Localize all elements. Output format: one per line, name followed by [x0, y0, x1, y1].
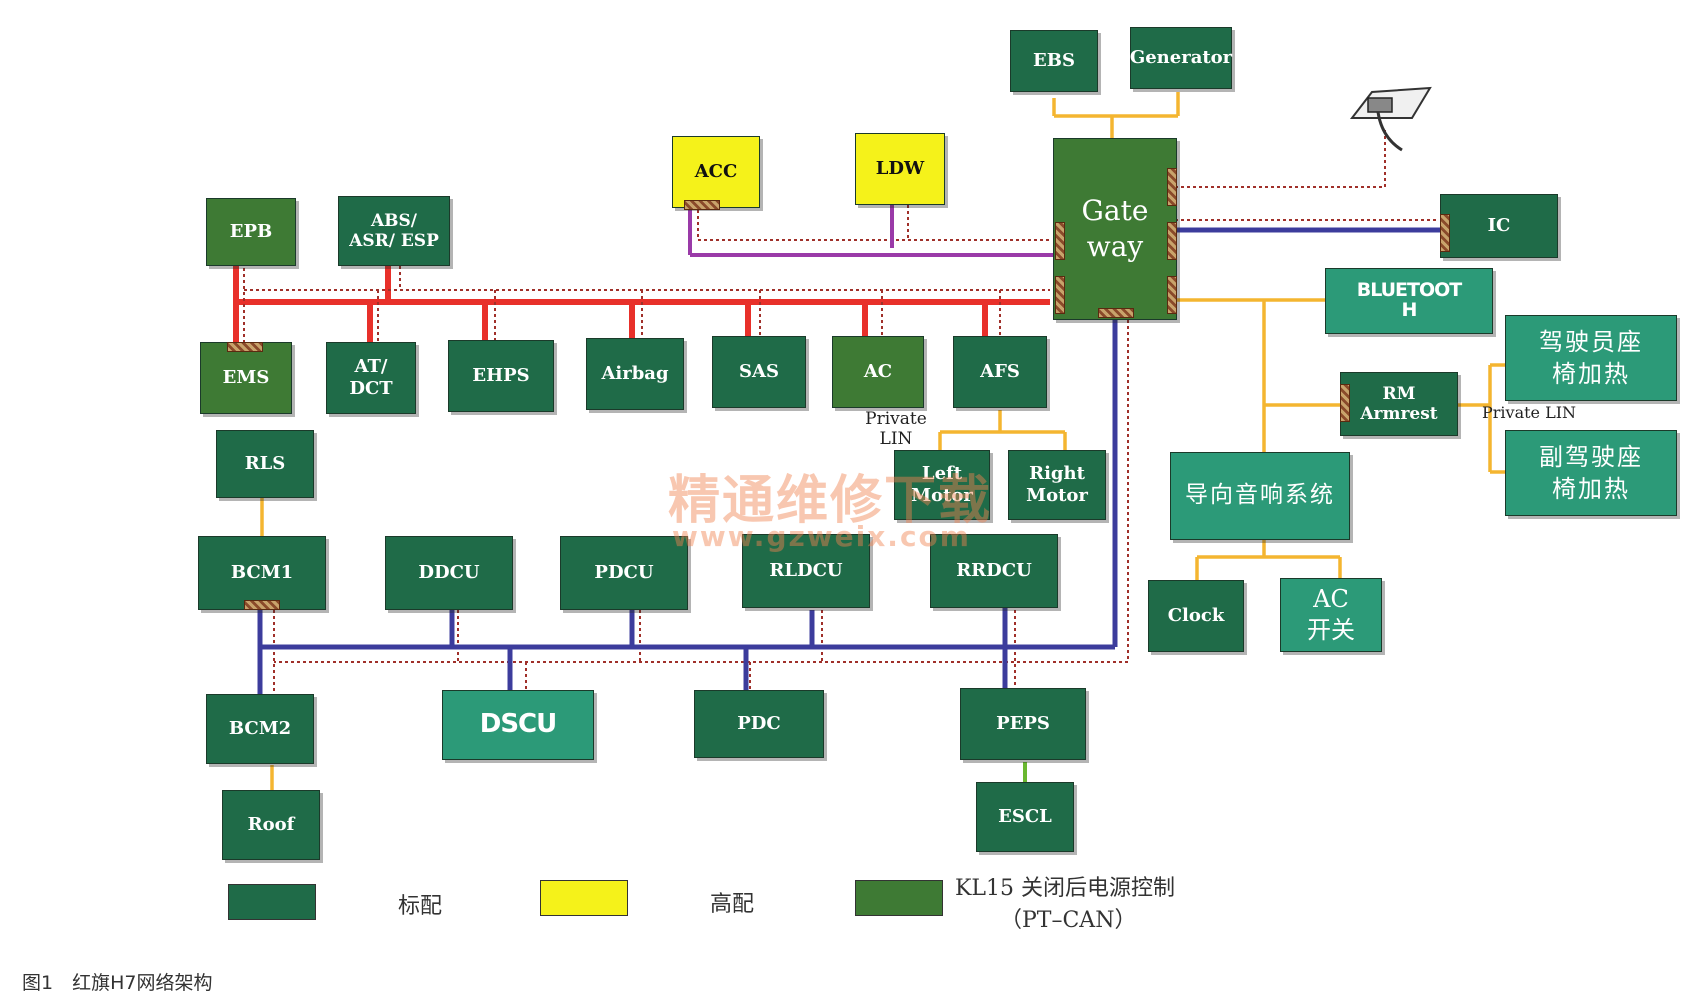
node-ac: AC: [832, 336, 924, 408]
node-pdcu: PDCU: [560, 536, 688, 610]
node-ebs: EBS: [1010, 30, 1098, 92]
node-ehps: EHPS: [448, 340, 554, 412]
diagnostic-dashed-lines: [243, 128, 1436, 700]
node-bcm1: BCM1: [198, 536, 326, 610]
gateway-connector-right-1: [1167, 168, 1177, 206]
legend-kl15-label: KL15 关闭后电源控制: [955, 876, 1176, 901]
node-ldw: LDW: [855, 133, 945, 205]
node-pdc: PDC: [694, 690, 824, 758]
node-rm-armrest: RM Armrest: [1340, 372, 1458, 436]
node-ems: EMS: [200, 342, 292, 414]
node-seat-heat-passenger: 副驾驶座椅加热: [1505, 430, 1677, 516]
node-bcm2: BCM2: [206, 694, 314, 764]
legend-kl15-swatch: [855, 880, 943, 916]
ic-connector-marker: [1440, 214, 1450, 252]
node-clock: Clock: [1148, 580, 1244, 652]
rm-armrest-connector-marker: [1340, 384, 1350, 422]
node-generator: Generator: [1130, 27, 1232, 89]
node-rls: RLS: [216, 430, 314, 498]
node-peps: PEPS: [960, 688, 1086, 760]
node-rrdcu: RRDCU: [930, 534, 1058, 608]
node-abs-asr-esp: ABS/ ASR/ ESP: [338, 196, 450, 266]
legend-high-swatch: [540, 880, 628, 916]
node-ac-switch: AC 开关: [1280, 578, 1382, 652]
node-acc: ACC: [672, 136, 760, 208]
gateway-connector-right-2: [1167, 222, 1177, 260]
private-lin-label-seat: Private LIN: [1482, 403, 1577, 422]
figure-caption: 图1 红旗H7网络架构: [22, 972, 213, 994]
node-gateway: Gate way: [1053, 138, 1177, 320]
acc-connector-marker: [684, 200, 720, 210]
bcm1-connector-marker: [244, 600, 280, 610]
legend-high-label: 高配: [710, 892, 755, 917]
node-right-motor: Right Motor: [1008, 450, 1106, 520]
node-roof: Roof: [222, 790, 320, 860]
node-ddcu: DDCU: [385, 536, 513, 610]
node-sas: SAS: [712, 336, 806, 408]
legend-pt-can-label: （PT–CAN）: [1000, 908, 1137, 933]
obd-connector-icon: [1349, 86, 1432, 152]
node-escl: ESCL: [976, 782, 1074, 852]
gateway-connector-left-1: [1055, 222, 1065, 260]
node-seat-heat-driver: 驾驶员座椅加热: [1505, 315, 1677, 401]
node-airbag: Airbag: [586, 338, 684, 410]
node-nav-audio-system: 导向音响系统: [1170, 452, 1350, 540]
node-ic: IC: [1440, 194, 1558, 258]
legend-standard-label: 标配: [398, 894, 443, 919]
lin-bus-lines: [260, 92, 1505, 790]
gateway-connector-bottom: [1098, 308, 1134, 318]
body-can-bus: [257, 227, 1440, 700]
node-bluetooth: BLUETOOT H: [1325, 268, 1493, 334]
legend-standard-swatch: [228, 884, 316, 920]
gateway-connector-left-2: [1055, 276, 1065, 314]
node-epb: EPB: [206, 198, 296, 266]
node-afs: AFS: [953, 336, 1047, 408]
purple-lines: [688, 205, 1055, 257]
private-lin-label-afs: Private LIN: [865, 409, 927, 449]
ems-connector-marker: [227, 342, 263, 352]
node-dscu: DSCU: [442, 690, 594, 760]
gateway-connector-right-3: [1167, 276, 1177, 314]
node-left-motor: Left Motor: [894, 450, 990, 520]
node-rldcu: RLDCU: [742, 534, 870, 608]
node-at-dct: AT/ DCT: [326, 342, 416, 414]
